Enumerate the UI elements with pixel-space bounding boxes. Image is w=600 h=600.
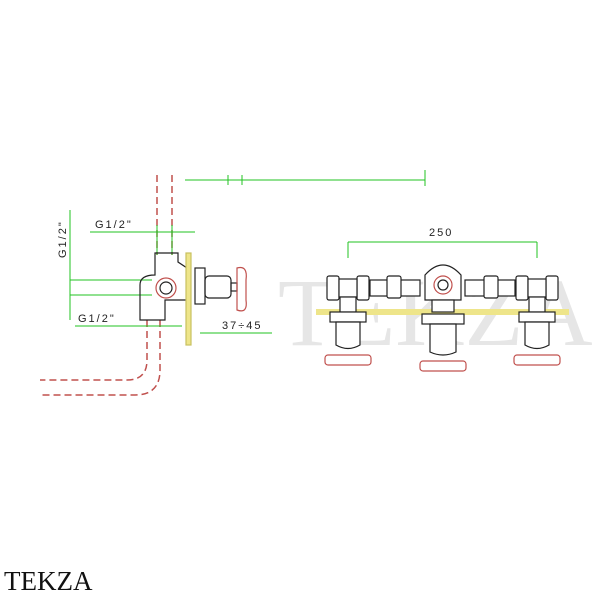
brand-logo: TEKZA <box>4 566 93 596</box>
inlet-top-label: G1/2" <box>95 219 133 231</box>
spacing-label: 250 <box>429 227 453 239</box>
inlet-bottom-label: G1/2" <box>78 313 116 325</box>
vertical-label: G1/2" <box>57 220 69 258</box>
side-view-dimensions <box>69 170 426 334</box>
side-valve <box>139 252 247 346</box>
wall-depth-label: 37÷45 <box>222 320 263 332</box>
front-view-dimension <box>347 241 538 258</box>
side-view-pipes <box>40 175 173 396</box>
front-valves <box>324 264 561 372</box>
